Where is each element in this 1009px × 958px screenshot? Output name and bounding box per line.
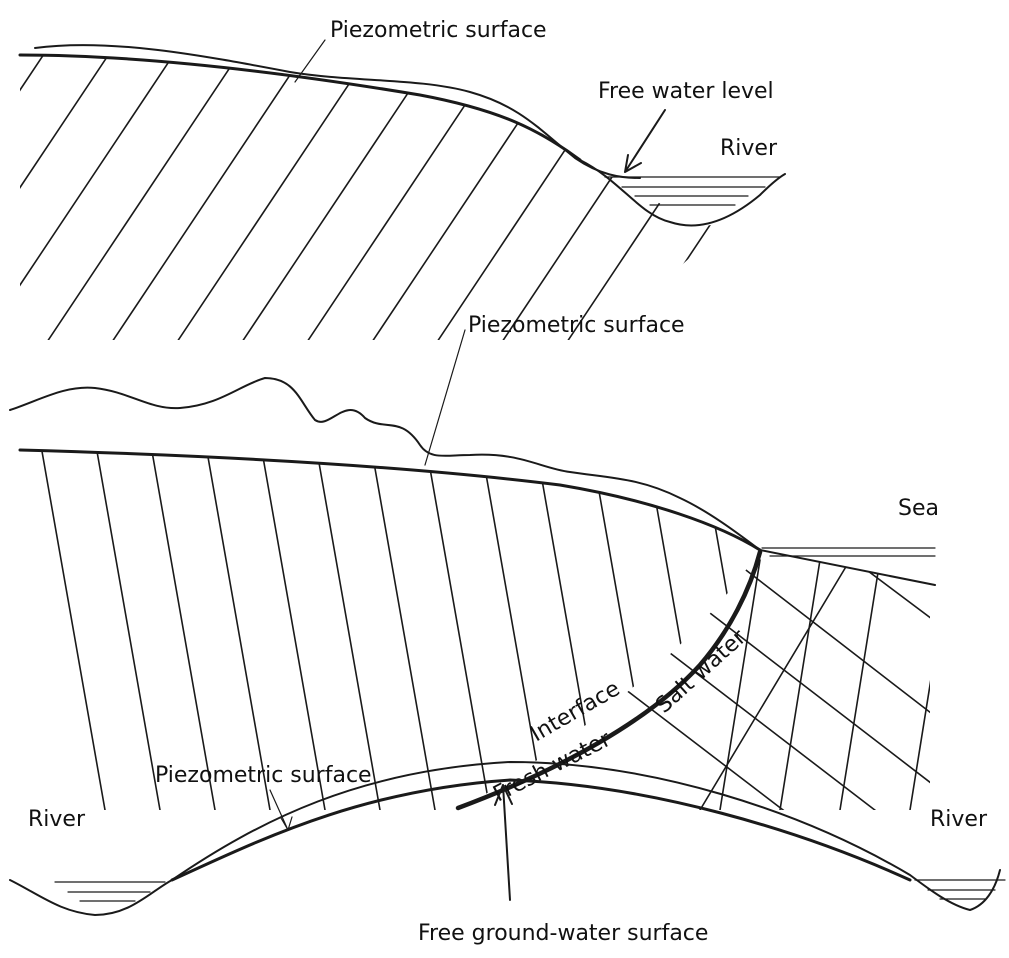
- panel-river-slope: Piezometric surface Free water level Riv…: [0, 0, 925, 420]
- piezometric-label-2: Piezometric surface: [468, 313, 685, 338]
- panel-coastal: Piezometric surface Sea Interface Fresh …: [10, 313, 960, 930]
- piezometric-leader-3: [270, 790, 292, 830]
- piezometric-label-1: Piezometric surface: [330, 18, 547, 43]
- piezometric-label-3: Piezometric surface: [155, 763, 372, 788]
- piezometric-surface-line-interfluve: [172, 780, 910, 880]
- sea-label: Sea: [898, 496, 939, 521]
- aquifer-hatching: [0, 0, 925, 420]
- salt-water-hatching: [600, 520, 960, 930]
- piezometric-surface-line-coastal: [20, 450, 760, 550]
- sea-water-lines: [760, 548, 935, 585]
- piezometric-surface-line: [20, 55, 580, 160]
- free-groundwater-label: Free ground-water surface: [418, 921, 708, 946]
- ground-surface-line: [35, 45, 640, 178]
- left-river-water: [55, 882, 165, 901]
- river-label-right: River: [930, 807, 988, 832]
- river-label-left: River: [28, 807, 86, 832]
- free-water-arrow: [625, 110, 665, 172]
- river-channel: [580, 160, 785, 226]
- river-label-top: River: [720, 136, 778, 161]
- right-river-water: [915, 880, 1005, 899]
- fresh-water-hatching: [40, 440, 820, 810]
- piezometric-leader-2: [425, 330, 465, 465]
- free-water-label: Free water level: [598, 79, 774, 104]
